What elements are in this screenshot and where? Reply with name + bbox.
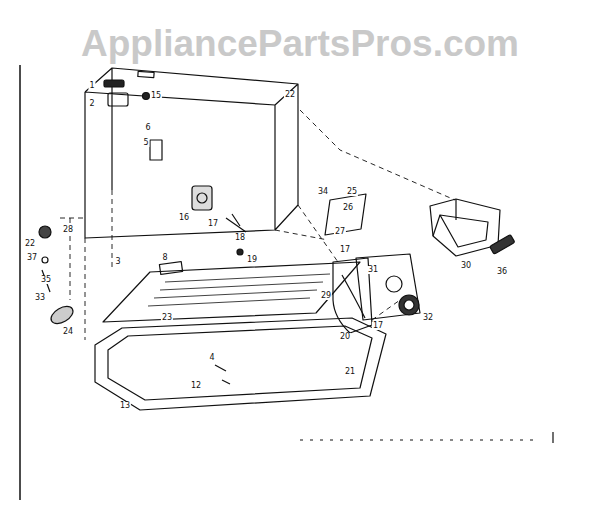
dashed-rule	[300, 439, 540, 440]
top-slot	[138, 71, 154, 77]
drain-pan	[95, 318, 386, 410]
pan-screw	[215, 365, 230, 384]
callout-number: 21	[344, 368, 356, 376]
knob-center	[404, 300, 414, 310]
callout-number: 1	[88, 82, 95, 90]
callout-number: 23	[161, 314, 173, 322]
callout-number: 5	[142, 139, 149, 147]
callout-number: 4	[208, 354, 215, 362]
callout-number: 33	[34, 294, 46, 302]
callout-number: 8	[161, 254, 168, 262]
callout-number: 30	[460, 262, 472, 270]
callout-number: 20	[339, 333, 351, 341]
margin-line	[19, 65, 21, 500]
fan-hub	[197, 193, 207, 203]
screw-part	[143, 93, 150, 100]
callout-number: 17	[207, 220, 219, 228]
callout-number: 16	[178, 214, 190, 222]
callout-number: 19	[246, 256, 258, 264]
assembly-line	[60, 110, 455, 340]
callout-number: 12	[190, 382, 202, 390]
liner-opening	[150, 140, 162, 160]
callout-number: 22	[284, 91, 296, 99]
callout-number: 15	[150, 92, 162, 100]
screw-part	[237, 249, 243, 255]
fan-blade	[226, 214, 246, 232]
callout-number: 17	[339, 246, 351, 254]
control-knob	[399, 295, 419, 315]
freezer-shelf	[103, 262, 360, 322]
grille-plate	[325, 194, 366, 235]
control-opening	[386, 276, 402, 292]
callout-number: 37	[26, 254, 38, 262]
ice-scoop	[490, 235, 515, 255]
ice-bucket	[430, 199, 500, 256]
callout-number: 27	[334, 228, 346, 236]
freezer-liner	[85, 68, 298, 238]
bracket-part	[108, 93, 128, 106]
callout-number: 24	[62, 328, 74, 336]
shelf-rib	[148, 274, 330, 306]
control-cover	[356, 254, 420, 320]
light-bulb	[48, 303, 76, 327]
callout-number: 31	[367, 266, 379, 274]
callout-number: 36	[496, 268, 508, 276]
light-part	[42, 257, 48, 263]
watermark: AppliancePartsPros.com	[81, 25, 519, 62]
callout-number: 29	[320, 292, 332, 300]
callout-number: 32	[422, 314, 434, 322]
callout-number: 35	[40, 276, 52, 284]
fan-motor	[192, 186, 212, 210]
callout-number: 22	[24, 240, 36, 248]
callout-number: 3	[114, 258, 121, 266]
callout-number: 13	[119, 402, 131, 410]
callout-number: 25	[346, 188, 358, 196]
callout-number: 34	[317, 188, 329, 196]
callout-number: 6	[144, 124, 151, 132]
bucket-edge	[433, 199, 456, 236]
callout-number: 2	[88, 100, 95, 108]
callout-number: 18	[234, 234, 246, 242]
callout-number: 26	[342, 204, 354, 212]
callout-number: 17	[372, 322, 384, 330]
light-socket	[39, 226, 51, 238]
tick-mark	[552, 432, 553, 443]
callout-number: 28	[62, 226, 74, 234]
shelf-tab	[159, 262, 182, 275]
clip-part	[104, 80, 124, 87]
